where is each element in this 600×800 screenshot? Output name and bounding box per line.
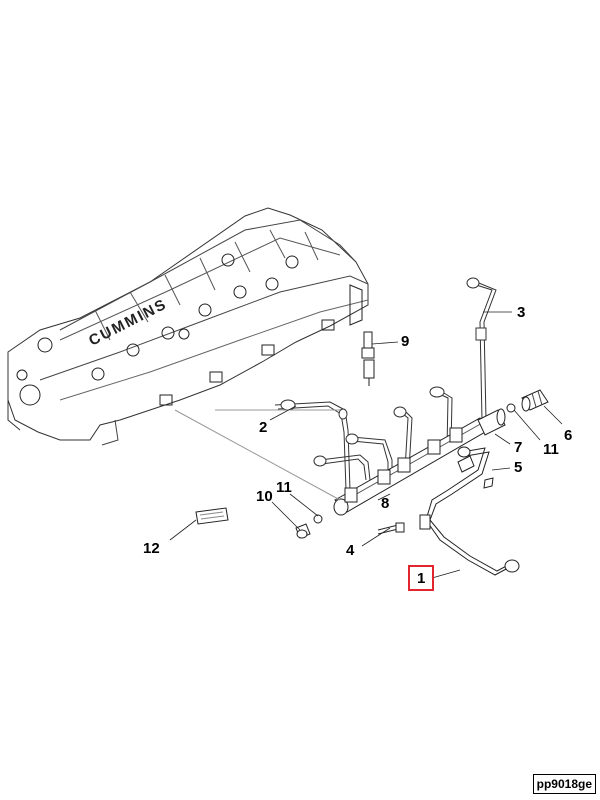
fuel-rail: [174, 408, 506, 516]
leader-lines: [169, 311, 563, 579]
pressure-sensor-9: [361, 331, 375, 386]
label-plate: [195, 507, 229, 525]
callout-5: 5: [514, 459, 523, 476]
callout-1: 1: [408, 565, 435, 591]
callout-4: 4: [346, 542, 355, 559]
fuel-line-1: [419, 446, 520, 576]
callout-7: 7: [514, 439, 523, 456]
callout-11-left: 11: [276, 479, 292, 496]
callout-2: 2: [259, 419, 268, 436]
callout-3: 3: [517, 304, 526, 321]
callout-10: 10: [256, 488, 273, 505]
engine-block: CUMMINS: [7, 207, 369, 446]
callout-6: 6: [564, 427, 573, 444]
fuel-lines: [274, 277, 497, 491]
callout-11-right: 11: [543, 441, 559, 458]
callout-9: 9: [401, 333, 410, 350]
sensor-6: [521, 389, 549, 412]
reference-code: pp9018ge: [532, 774, 596, 794]
callout-12: 12: [143, 540, 160, 557]
callout-8: 8: [381, 495, 390, 512]
